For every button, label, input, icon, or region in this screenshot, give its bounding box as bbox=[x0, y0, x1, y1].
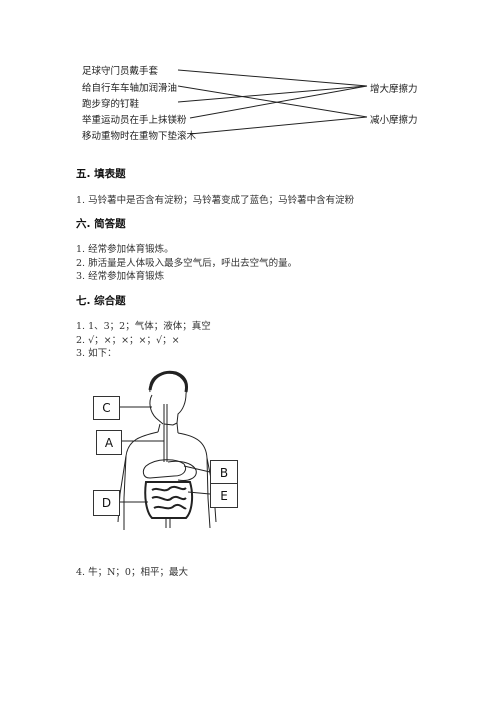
match-line-1 bbox=[177, 69, 368, 87]
match-left-item-5: 移动重物时在重物下垫滚木 bbox=[82, 131, 197, 142]
match-left-item-3: 跑步穿的钉鞋 bbox=[82, 99, 140, 110]
label-box-c: C bbox=[93, 396, 120, 420]
section-5-title: 五. 填表题 bbox=[76, 168, 126, 180]
section-7-title: 七. 综合题 bbox=[76, 295, 126, 307]
pointer-e bbox=[187, 491, 211, 495]
section-6-line-3: 3. 经常参加体育锻炼 bbox=[76, 271, 165, 282]
match-left-item-4: 举重运动员在手上抹镁粉 bbox=[82, 115, 187, 126]
match-right-item-1: 增大摩擦力 bbox=[370, 84, 418, 95]
rectum bbox=[165, 518, 171, 528]
section-6-line-1: 1. 经常参加体育锻炼。 bbox=[76, 244, 174, 255]
liver bbox=[142, 459, 187, 479]
section-6-line-2: 2. 肺活量是人体吸入最多空气后，呼出去空气的量。 bbox=[76, 258, 298, 269]
match-right-item-2: 减小摩擦力 bbox=[370, 115, 418, 126]
section-7-line-3: 3. 如下： bbox=[76, 348, 117, 359]
esophagus bbox=[163, 404, 168, 462]
label-box-a: A bbox=[96, 430, 122, 455]
section-5-line-1: 1. 马铃薯中是否含有淀粉；马铃薯变成了蓝色；马铃薯中含有淀粉 bbox=[76, 195, 355, 206]
match-left-item-1: 足球守门员戴手套 bbox=[82, 66, 159, 77]
section-7-line-1: 1. 1、3；2；气体；液体；真空 bbox=[76, 321, 211, 332]
small-intestine bbox=[151, 485, 187, 510]
hair bbox=[148, 370, 188, 393]
section-6-title: 六. 简答题 bbox=[76, 218, 126, 230]
match-line-5 bbox=[189, 116, 368, 135]
match-line-3 bbox=[177, 85, 368, 103]
face bbox=[149, 394, 164, 425]
pointer-b bbox=[183, 465, 211, 473]
label-box-e: E bbox=[210, 483, 238, 508]
match-left-item-2: 给自行车车轴加润滑油 bbox=[82, 83, 178, 94]
label-box-d: D bbox=[93, 490, 120, 516]
section-7-line-4: 4. 牛；N；0；相平；最大 bbox=[76, 567, 188, 578]
neck bbox=[157, 422, 179, 434]
section-7-line-2: 2. √；×；×；×；√；× bbox=[76, 335, 180, 346]
match-line-4 bbox=[189, 85, 368, 119]
match-line-2 bbox=[177, 85, 368, 118]
stomach bbox=[167, 460, 197, 481]
large-intestine bbox=[144, 481, 194, 519]
